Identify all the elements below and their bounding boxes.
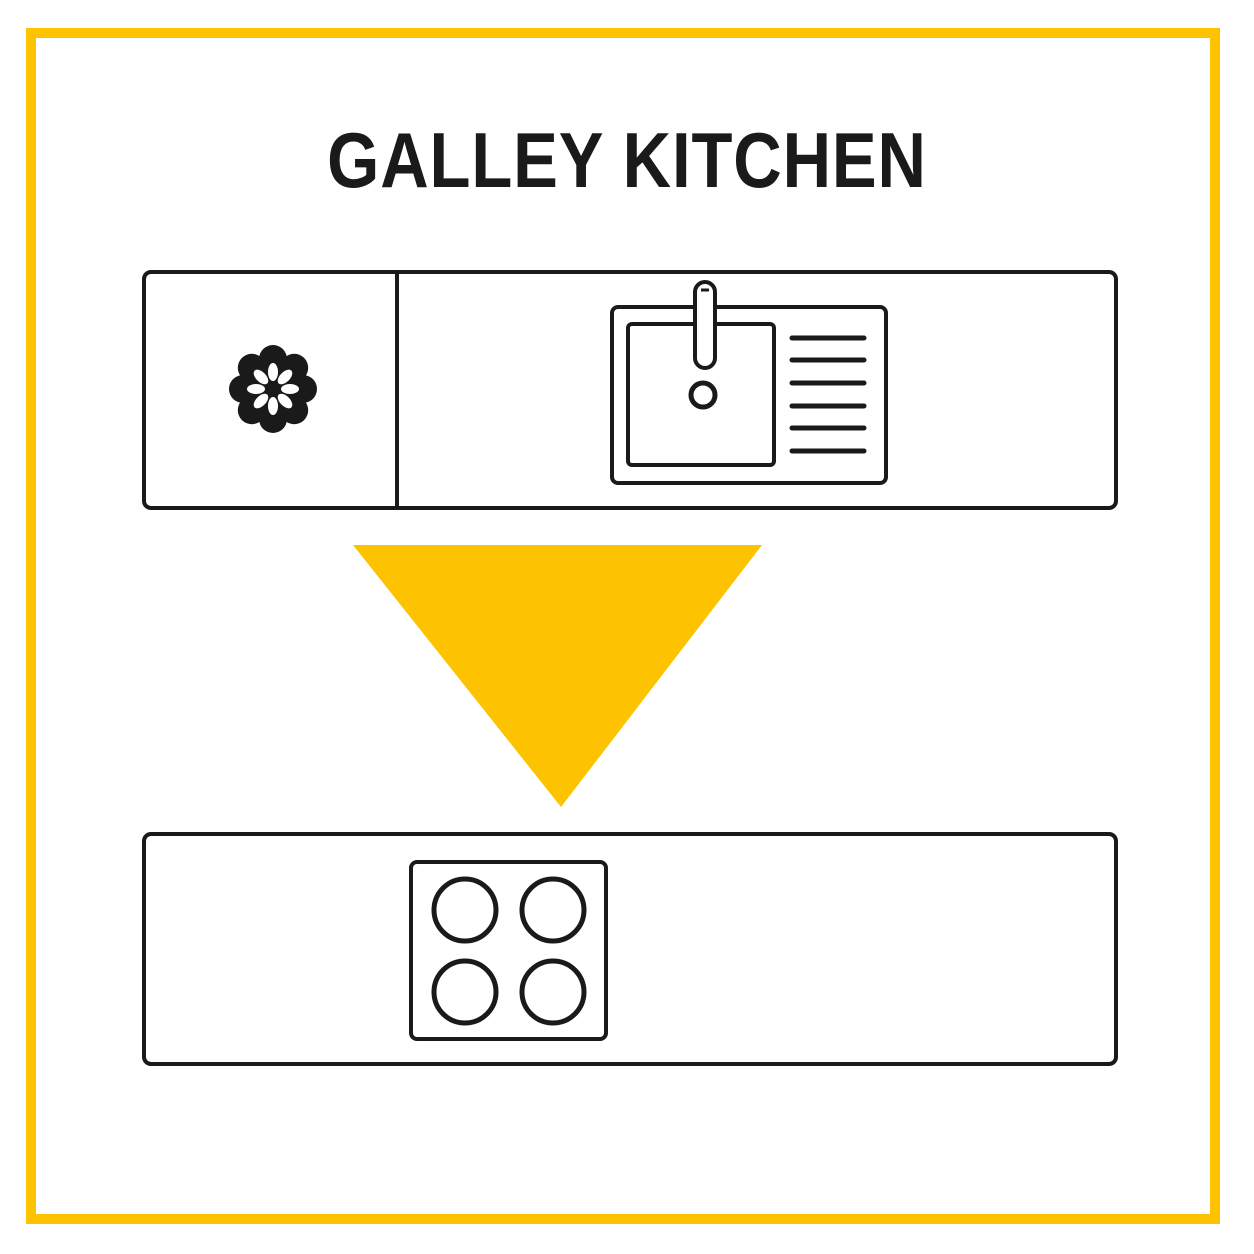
burner-icon xyxy=(519,958,587,1026)
page-title: GALLEY KITCHEN xyxy=(327,116,927,204)
burner-icon xyxy=(519,876,587,944)
flower-icon xyxy=(229,345,317,433)
sink-icon xyxy=(610,280,888,485)
burner-icon xyxy=(431,958,499,1026)
sink-outline xyxy=(610,305,888,485)
bottom-counter-outline xyxy=(142,832,1118,1066)
drain-icon xyxy=(688,380,718,410)
faucet-icon xyxy=(693,280,717,370)
bottom-counter xyxy=(142,832,1118,1066)
cooktop-icon xyxy=(409,860,608,1041)
burner-icon xyxy=(431,876,499,944)
top-counter xyxy=(142,270,1118,510)
triangle-down-icon xyxy=(353,545,762,807)
top-counter-outline xyxy=(142,270,1118,510)
drain-board xyxy=(789,335,867,454)
